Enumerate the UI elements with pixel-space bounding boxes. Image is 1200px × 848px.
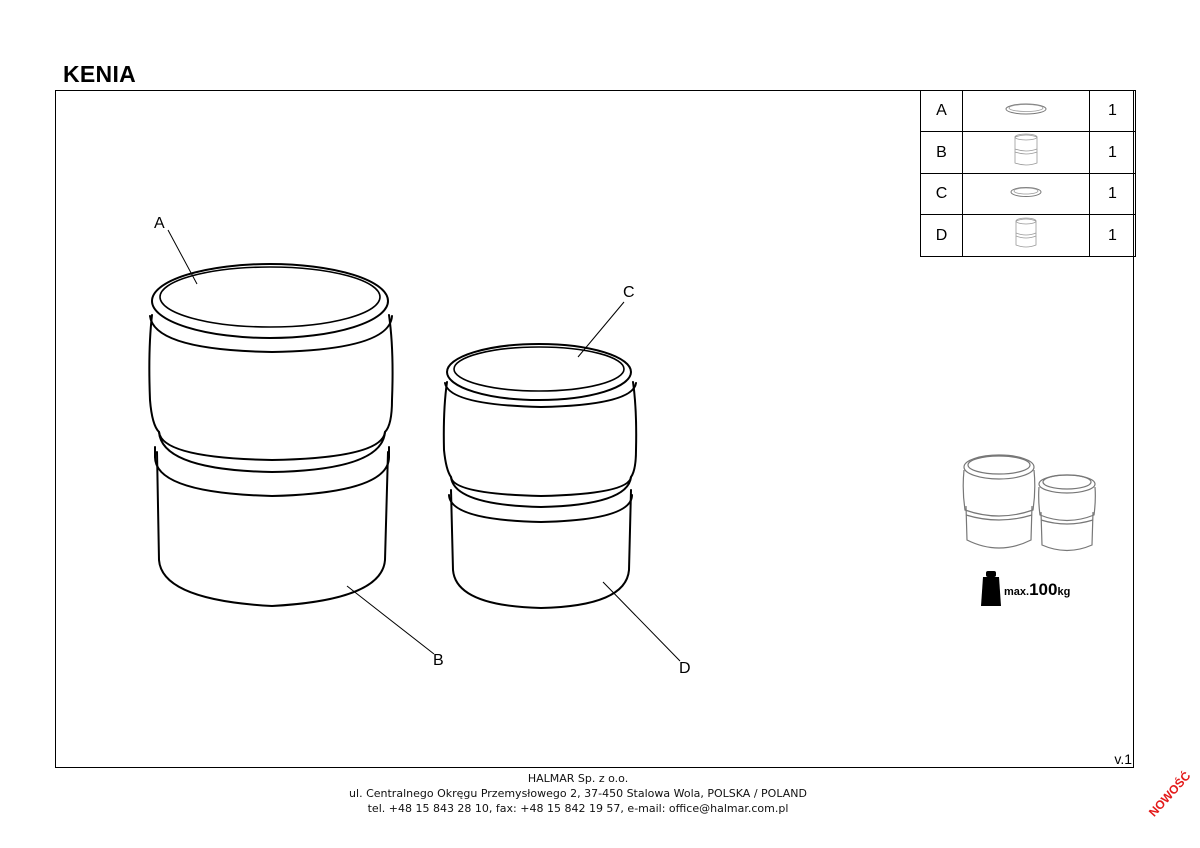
part-letter: D [920, 214, 963, 257]
pouf-small-bottom [448, 489, 633, 609]
callout-label-d: D [679, 660, 691, 677]
pouf-large-top [148, 314, 394, 473]
lid-small-icon [962, 173, 1090, 215]
max-load-unit: kg [1057, 586, 1071, 598]
pouf-small-lid [446, 343, 632, 401]
leader-line-d [602, 581, 681, 662]
footer-company: HALMAR Sp. z o.o. [527, 772, 629, 785]
leader-line-a [167, 229, 198, 285]
leader-line-c [577, 301, 625, 358]
parts-row: D 1 [920, 214, 1136, 257]
leader-line-b [346, 585, 435, 655]
part-qty: 1 [1089, 173, 1136, 215]
pouf-small-top [442, 381, 638, 508]
pouf-large-lid [151, 263, 389, 339]
version-label: v.1 [1114, 751, 1132, 767]
product-title: KENIA [63, 61, 137, 87]
footer: HALMAR Sp. z o.o. ul. Centralnego Okręgu… [0, 771, 1156, 816]
pouf-large-bottom [154, 446, 390, 607]
max-load-label: max.100kg [1004, 580, 1070, 600]
weight-icon [981, 571, 1001, 606]
drawing-frame [55, 90, 1134, 768]
parts-row: C 1 [920, 173, 1136, 215]
max-load-prefix: max. [1004, 586, 1030, 598]
part-qty: 1 [1089, 90, 1136, 132]
part-qty: 1 [1089, 131, 1136, 174]
assembled-poufs-icon [962, 454, 1096, 552]
part-qty: 1 [1089, 214, 1136, 257]
max-load-value: 100 [1029, 580, 1058, 599]
callout-label-c: C [623, 284, 635, 301]
callout-label-a: A [154, 215, 165, 232]
lid-large-icon [962, 90, 1090, 132]
footer-contact: tel. +48 15 843 28 10, fax: +48 15 842 1… [367, 802, 789, 815]
callout-label-b: B [433, 652, 444, 669]
footer-address: ul. Centralnego Okręgu Przemysłowego 2, … [349, 787, 807, 800]
parts-table: A 1 B 1 C 1 D 1 [920, 90, 1136, 257]
part-letter: B [920, 131, 963, 174]
